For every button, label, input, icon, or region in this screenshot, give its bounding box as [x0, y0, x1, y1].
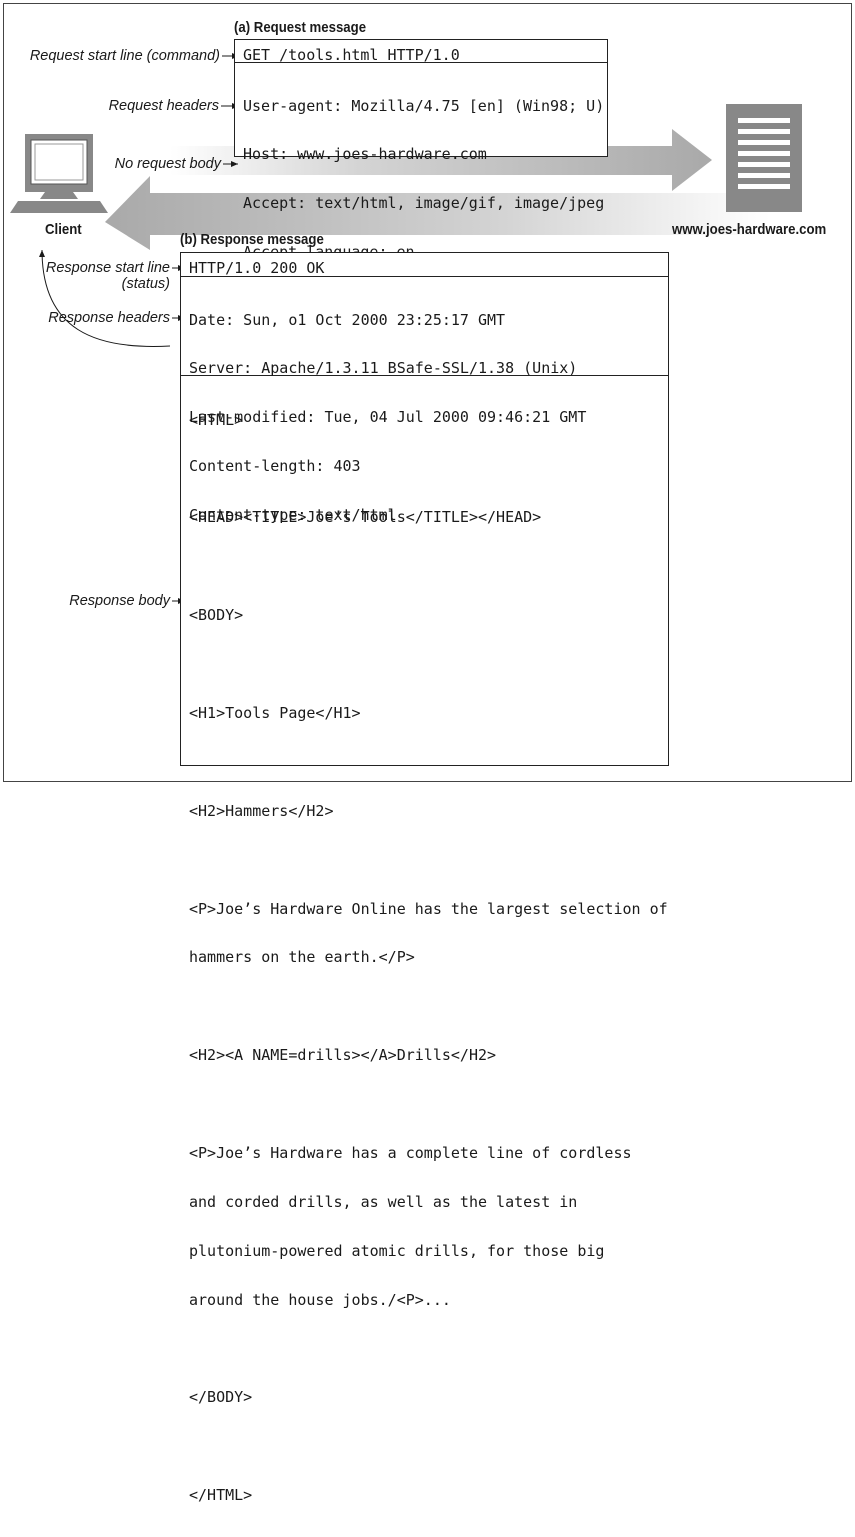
response-body-line: hammers on the earth.</P> — [189, 948, 415, 967]
request-message-box: GET /tools.html HTTP/1.0 User-agent: Moz… — [234, 39, 608, 261]
request-header-line: Host: www.joes-hardware.com — [243, 145, 487, 164]
response-body-line — [189, 460, 668, 476]
request-title: (a) Request message — [234, 19, 367, 36]
response-start-line: HTTP/1.0 200 OK — [181, 253, 668, 277]
request-arrow — [170, 129, 712, 191]
response-body-line — [189, 1438, 668, 1454]
request-start-line: GET /tools.html HTTP/1.0 — [235, 40, 607, 63]
response-body-line: <HTML> — [189, 410, 244, 429]
response-body-line: <H1>Tools Page</H1> — [189, 703, 361, 722]
response-body-line: </BODY> — [189, 1388, 253, 1407]
response-message-box: HTTP/1.0 200 OK Date: Sun, o1 Oct 2000 2… — [180, 252, 669, 1503]
server-label: www.joes-hardware.com — [672, 221, 827, 238]
response-body-line: <P>Joe’s Hardware Online has the largest… — [189, 899, 668, 918]
response-body-line — [189, 852, 668, 868]
label-request-headers: Request headers — [108, 98, 219, 114]
response-body-line: <H2><A NAME=drills></A>Drills</H2> — [189, 1046, 497, 1065]
label-response-headers: Response headers — [48, 310, 170, 326]
response-body-line — [189, 558, 668, 574]
response-body-line — [189, 754, 668, 770]
response-header-line: Last-modified: Tue, 04 Jul 2000 09:46:21… — [189, 408, 587, 427]
diagram-graphics — [10, 53, 802, 604]
response-body-line: <H2>Hammers</H2> — [189, 801, 334, 820]
label-response-start-line-status: (status) — [121, 276, 170, 292]
response-body: <HTML> <HEAD><TITLE>Joe’s Tools</TITLE><… — [181, 376, 668, 1536]
response-header-line: Date: Sun, o1 Oct 2000 23:25:17 GMT — [189, 310, 506, 329]
response-headers: Date: Sun, o1 Oct 2000 23:25:17 GMT Serv… — [181, 277, 668, 523]
response-body-line: </HTML> — [189, 1486, 253, 1505]
response-body-line: <HEAD><TITLE>Joe’s Tools</TITLE></HEAD> — [189, 508, 542, 527]
response-arrow — [105, 176, 770, 250]
computer-monitor-icon — [10, 134, 108, 213]
response-body-line — [189, 998, 668, 1014]
label-request-start-line: Request start line (command) — [29, 48, 220, 64]
response-body-line: <P>Joe’s Hardware has a complete line of… — [189, 1143, 632, 1162]
server-tower-icon — [726, 104, 802, 212]
response-body-line — [189, 1096, 668, 1112]
request-header-line: Accept: text/html, image/gif, image/jpeg — [243, 194, 605, 213]
label-response-start-line: Response start line (status) — [46, 260, 170, 292]
label-response-start-line-text: Response start line — [45, 260, 170, 276]
response-header-line: Content-length: 403 — [189, 457, 361, 476]
client-label: Client — [45, 221, 82, 238]
request-header-line: User-agent: Mozilla/4.75 [en] (Win98; U) — [243, 96, 605, 115]
response-body-line — [189, 1341, 668, 1357]
label-response-body: Response body — [69, 593, 170, 609]
response-body-line: around the house jobs./<P>... — [189, 1290, 451, 1309]
response-header-line: Content-type: text/html — [189, 506, 397, 525]
response-body-line: plutonium-powered atomic drills, for tho… — [189, 1241, 605, 1260]
label-no-request-body: No request body — [114, 156, 221, 172]
figure-frame — [3, 3, 852, 782]
response-title: (b) Response message — [180, 231, 324, 248]
response-header-line: Server: Apache/1.3.11 BSafe-SSL/1.38 (Un… — [189, 359, 578, 378]
response-body-line: and corded drills, as well as the latest… — [189, 1192, 578, 1211]
response-body-line: <BODY> — [189, 606, 244, 625]
response-body-line — [189, 656, 668, 672]
